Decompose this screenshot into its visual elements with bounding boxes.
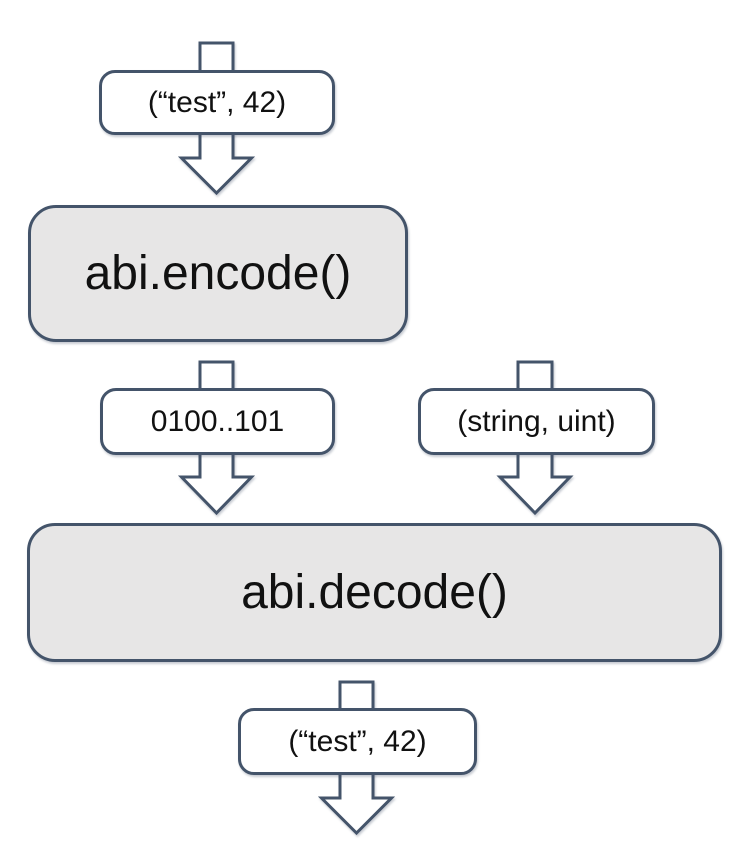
- encoded-bytes-label: 0100..101: [100, 388, 335, 455]
- encode-function-box: abi.encode(): [28, 205, 408, 342]
- output-value-label: (“test”, 42): [238, 708, 477, 775]
- types-tuple-label: (string, uint): [418, 388, 655, 455]
- input-value-label: (“test”, 42): [99, 70, 335, 135]
- decode-function-box: abi.decode(): [27, 523, 722, 662]
